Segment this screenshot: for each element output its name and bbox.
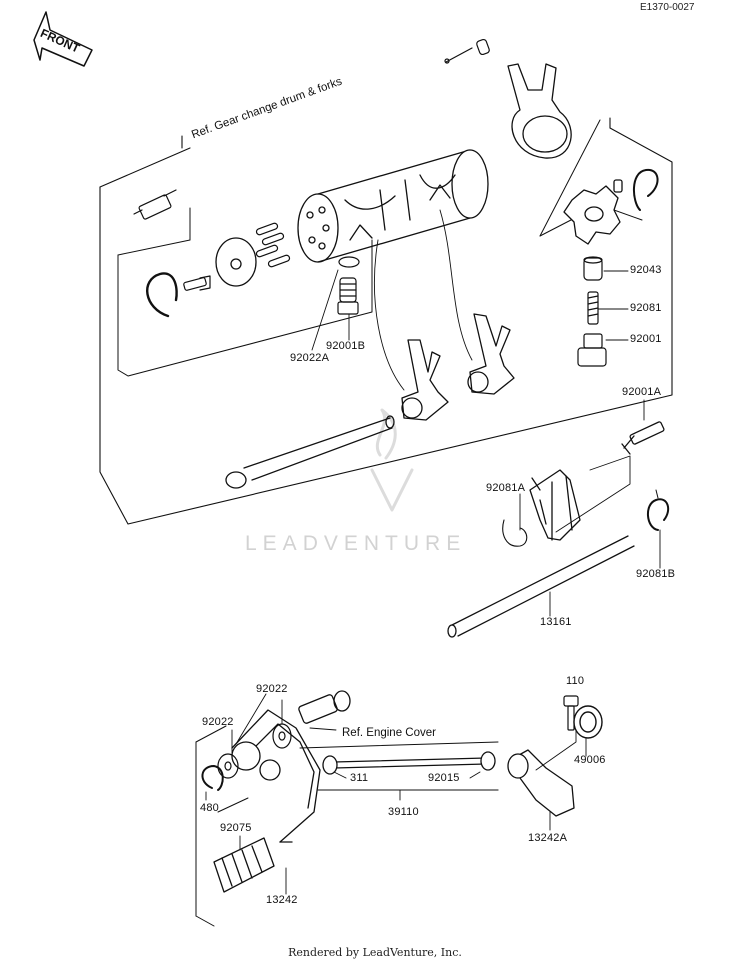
watermark: LEADVENTURE bbox=[245, 532, 467, 555]
label-110: 110 bbox=[566, 675, 585, 687]
label-92075: 92075 bbox=[220, 822, 252, 834]
return-spring-92081a bbox=[502, 519, 528, 547]
oil-seal-49006 bbox=[573, 705, 603, 739]
detent-bolt-92001 bbox=[577, 333, 607, 367]
label-13242: 13242 bbox=[266, 894, 298, 906]
label-92081b: 92081B bbox=[636, 568, 676, 580]
label-92081: 92081 bbox=[630, 302, 662, 314]
pedal-rubber-92075 bbox=[213, 837, 275, 893]
circlip bbox=[146, 272, 178, 318]
inner-frame bbox=[117, 119, 643, 377]
label-92043: 92043 bbox=[630, 264, 662, 276]
shift-fork-right bbox=[467, 313, 515, 395]
circlip-480 bbox=[201, 765, 224, 791]
circlip-92081b bbox=[647, 489, 670, 531]
washer-92022-b bbox=[217, 753, 239, 779]
watermark-logo bbox=[370, 408, 414, 512]
ref-engine-cover: Ref. Engine Cover bbox=[342, 727, 436, 739]
label-92015: 92015 bbox=[428, 772, 460, 784]
label-13161: 13161 bbox=[540, 616, 572, 628]
diagram-code: E1370-0027 bbox=[640, 2, 695, 13]
detent-cap-92043 bbox=[583, 256, 603, 281]
neutral-switch bbox=[133, 189, 177, 220]
label-311: 311 bbox=[350, 772, 369, 784]
upper-frame bbox=[99, 117, 673, 525]
bolt-92001b bbox=[337, 256, 360, 315]
label-13242a: 13242A bbox=[528, 832, 568, 844]
label-92022a: 92022A bbox=[290, 352, 330, 364]
top-pin bbox=[444, 38, 490, 64]
shift-shaft-13161 bbox=[447, 469, 635, 638]
lower-frame bbox=[195, 725, 499, 927]
drum-pins bbox=[255, 222, 291, 268]
bolt-92001a bbox=[621, 421, 665, 455]
shift-lever-13242a bbox=[507, 749, 575, 817]
gear-change-drum bbox=[297, 149, 489, 263]
detent-spring-92081 bbox=[587, 291, 599, 325]
label-480: 480 bbox=[200, 802, 219, 814]
pin-plate bbox=[215, 237, 257, 287]
label-92001a: 92001A bbox=[622, 386, 662, 398]
engine-cover-collar bbox=[298, 690, 351, 724]
label-92001b: 92001B bbox=[326, 340, 366, 352]
label-92022-left: 92022 bbox=[202, 716, 234, 728]
label-92022-top: 92022 bbox=[256, 683, 288, 695]
shift-pedal-13242 bbox=[231, 709, 321, 843]
label-39110: 39110 bbox=[388, 806, 419, 818]
label-92001: 92001 bbox=[630, 333, 662, 345]
fork-shaft bbox=[225, 415, 395, 489]
fork-guide-lines bbox=[374, 209, 473, 391]
shift-fork-top bbox=[507, 63, 572, 159]
shift-fork-left bbox=[401, 339, 449, 421]
front-arrow bbox=[33, 11, 93, 67]
label-92081a: 92081A bbox=[486, 482, 526, 494]
cam-plate bbox=[563, 168, 659, 245]
label-49006: 49006 bbox=[574, 754, 606, 766]
footer-credit: Rendered by LeadVenture, Inc. bbox=[288, 946, 462, 959]
tie-rod-39110 bbox=[322, 751, 496, 775]
plate-screw bbox=[183, 275, 211, 291]
